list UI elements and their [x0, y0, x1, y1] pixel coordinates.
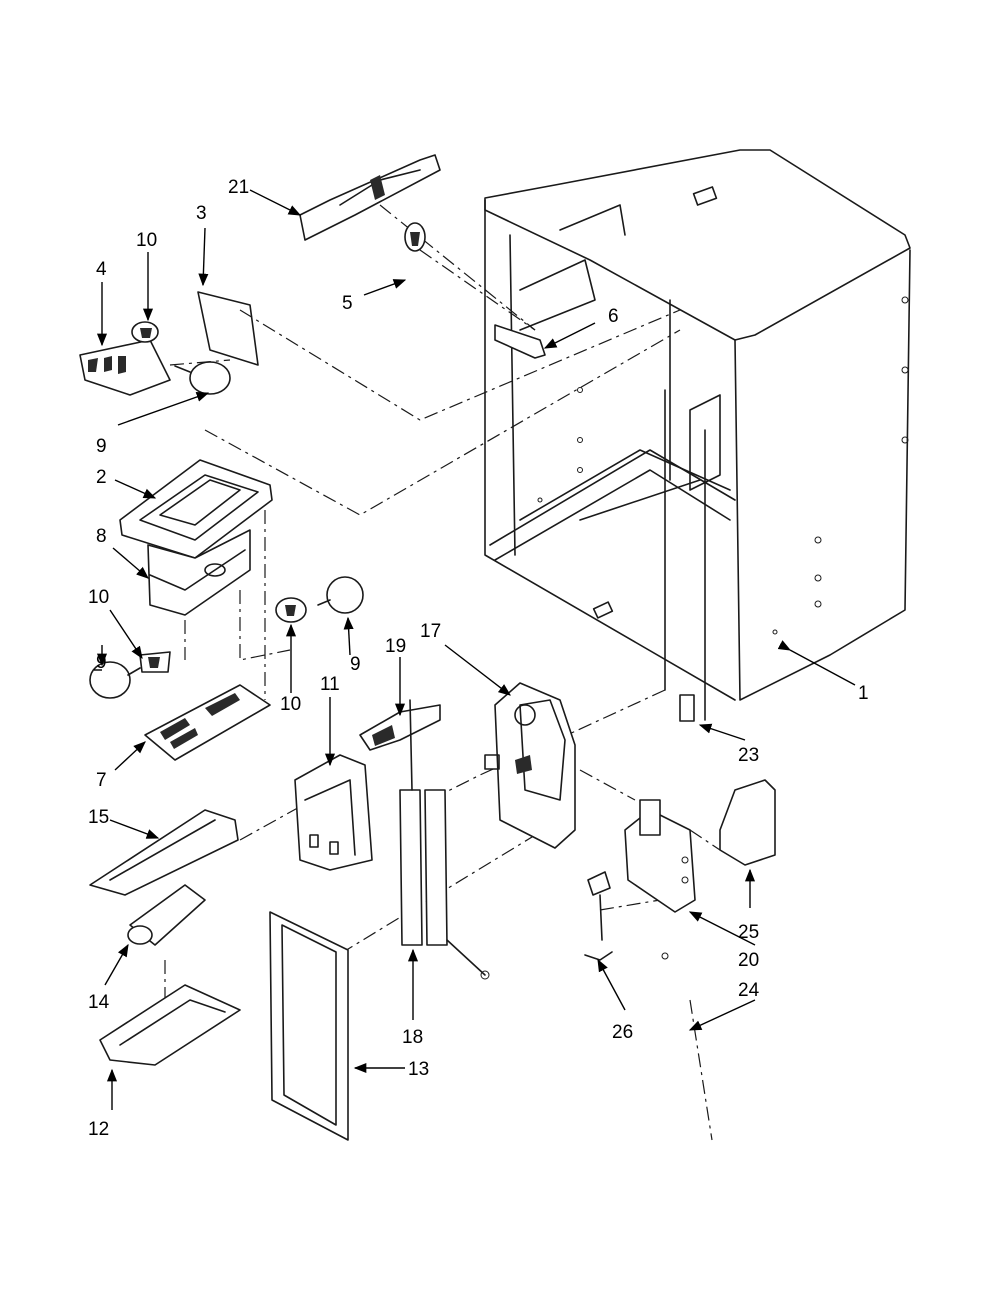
assembly-guide-lines [164, 204, 721, 1141]
callout-5: 5 [342, 293, 353, 314]
part-2-light-housing [119, 459, 273, 559]
callout-21: 21 [228, 177, 249, 198]
callout-2: 2 [96, 467, 107, 488]
callout-8: 8 [96, 526, 107, 547]
part-9-bulb-top [174, 361, 231, 395]
callout-6: 6 [608, 306, 619, 327]
callout-25: 25 [738, 922, 759, 943]
part-13-back-panel [269, 911, 349, 1141]
callout-15: 15 [88, 807, 109, 828]
callout-9-mid: 9 [350, 654, 361, 675]
callout-17: 17 [420, 621, 441, 642]
leader-lines [94, 189, 856, 1110]
part-1-cabinet-housing [484, 149, 911, 721]
part-24-screw [661, 952, 669, 960]
callout-10-low: 10 [88, 587, 109, 608]
callout-19: 19 [385, 636, 406, 657]
part-25-valve-bracket [719, 779, 776, 866]
part-20-water-valve [624, 799, 696, 913]
part-23-clip [679, 694, 695, 722]
callout-14: 14 [88, 992, 110, 1013]
part-17-dispenser-housing [484, 682, 576, 849]
callout-1: 1 [858, 683, 869, 704]
part-9-bulb-mid [317, 576, 364, 614]
callout-23: 23 [738, 745, 759, 766]
callout-7: 7 [96, 770, 107, 791]
callout-26: 26 [612, 1022, 633, 1043]
callout-9-top: 9 [96, 436, 107, 457]
part-11-bracket [294, 754, 373, 871]
callout-20: 20 [738, 950, 759, 971]
part-9-bulb-low [89, 661, 141, 699]
part-10-light-socket-mid [275, 597, 307, 623]
callout-labels: 1 2 3 4 5 6 7 8 9 9 9 10 10 10 11 12 13 … [88, 177, 869, 1140]
part-10-light-socket-top [131, 321, 159, 343]
callout-10-top: 10 [136, 230, 157, 251]
part-26-clip [584, 871, 613, 961]
callout-12: 12 [88, 1119, 109, 1140]
part-12-drip-tray [99, 984, 241, 1066]
part-4-light-cover [79, 339, 171, 396]
callout-18: 18 [402, 1027, 423, 1048]
part-8-light-housing-body [147, 529, 251, 616]
part-14-filter-cartridge [127, 884, 206, 946]
callout-3: 3 [196, 203, 207, 224]
part-18-tube-assembly [399, 699, 490, 980]
callout-13: 13 [408, 1059, 429, 1080]
part-10-light-socket-low [139, 651, 171, 673]
part-15-dispenser-frame [89, 809, 239, 896]
callout-4: 4 [96, 259, 107, 280]
part-7-light-grille [144, 684, 271, 761]
callout-9-low: 9 [96, 652, 107, 673]
part-6-bracket [494, 324, 546, 359]
callout-11: 11 [320, 674, 340, 695]
callout-24: 24 [738, 980, 760, 1001]
callout-10-mid: 10 [280, 694, 301, 715]
part-21-top-trim [299, 154, 441, 241]
part-5-clip [404, 222, 426, 252]
part-3-cover-plate [197, 291, 259, 366]
